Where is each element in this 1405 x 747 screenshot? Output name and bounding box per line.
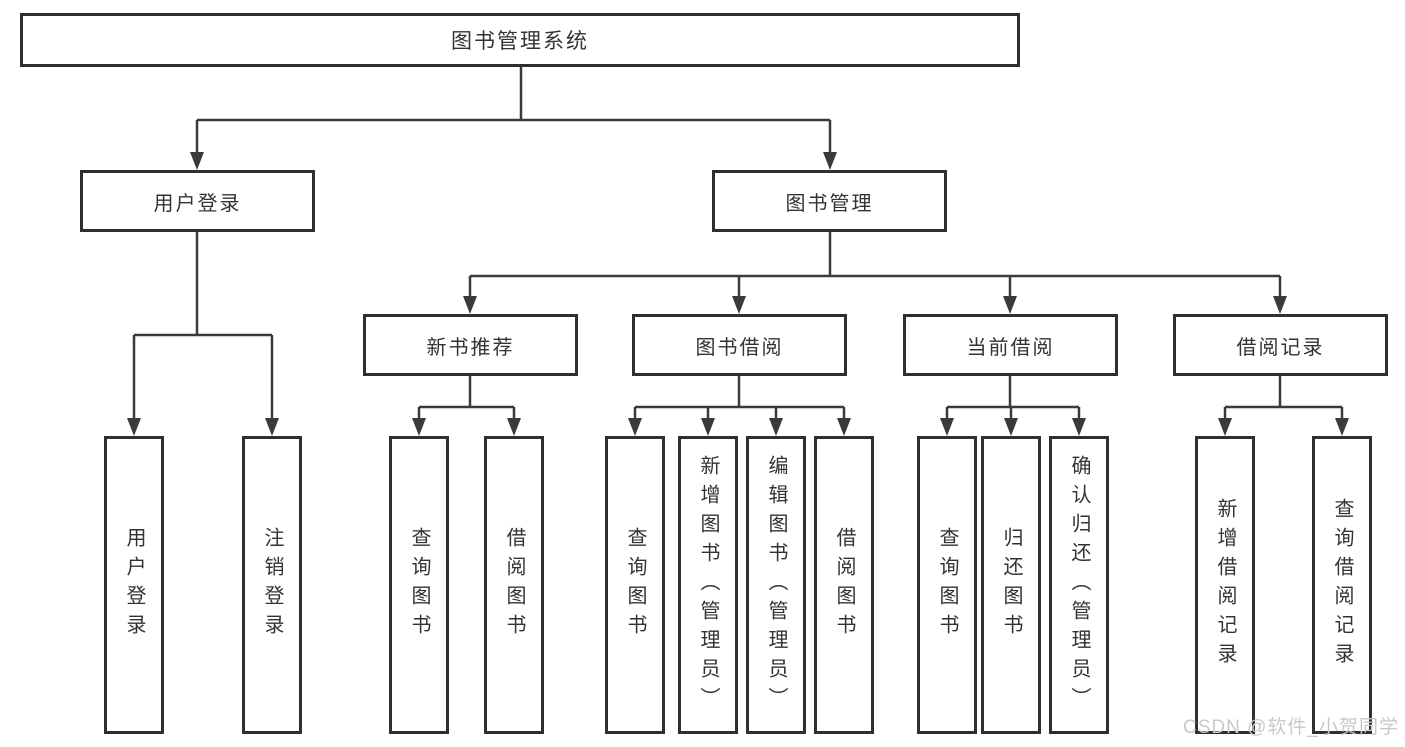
leaf-label: 归还图书: [1000, 527, 1022, 643]
leaf-label: 用户登录: [123, 527, 145, 643]
node-label: 当前借阅: [966, 336, 1055, 359]
leaf-label: 编辑图书（管理员）: [765, 454, 787, 716]
leaf-label: 借阅图书: [503, 527, 525, 643]
node-current-borrowing: 当前借阅: [903, 314, 1118, 376]
node-label: 新书推荐: [426, 336, 515, 359]
node-label: 图书管理系统: [451, 30, 589, 53]
leaf-user-login: 用户登录: [104, 436, 164, 734]
leaf-label: 新增借阅记录: [1214, 498, 1236, 672]
node-book-borrowing: 图书借阅: [632, 314, 847, 376]
node-library-management-system: 图书管理系统: [20, 13, 1020, 67]
leaf-query-books-current: 查询图书: [917, 436, 977, 734]
node-label: 用户登录: [153, 192, 242, 215]
node-label: 图书管理: [785, 192, 874, 215]
leaf-label: 查询图书: [936, 527, 958, 643]
leaf-label: 借阅图书: [833, 527, 855, 643]
node-user-login-group: 用户登录: [80, 170, 315, 232]
leaf-label: 注销登录: [261, 527, 283, 643]
leaf-edit-book-admin: 编辑图书（管理员）: [746, 436, 806, 734]
leaf-add-book-admin: 新增图书（管理员）: [678, 436, 738, 734]
leaf-query-books-borrowing: 查询图书: [605, 436, 665, 734]
csdn-watermark: CSDN @软件_小贺同学: [1183, 717, 1399, 738]
leaf-return-book: 归还图书: [981, 436, 1041, 734]
leaf-label: 查询图书: [624, 527, 646, 643]
leaf-add-borrow-record: 新增借阅记录: [1195, 436, 1255, 734]
leaf-label: 新增图书（管理员）: [697, 454, 719, 716]
node-label: 借阅记录: [1236, 336, 1325, 359]
leaf-query-borrow-record: 查询借阅记录: [1312, 436, 1372, 734]
leaf-logout: 注销登录: [242, 436, 302, 734]
leaf-borrow-books-borrowing: 借阅图书: [814, 436, 874, 734]
node-book-management: 图书管理: [712, 170, 947, 232]
node-label: 图书借阅: [695, 336, 784, 359]
leaf-label: 查询借阅记录: [1331, 498, 1353, 672]
leaf-borrow-books-recommend: 借阅图书: [484, 436, 544, 734]
leaf-label: 查询图书: [408, 527, 430, 643]
leaf-query-books-recommend: 查询图书: [389, 436, 449, 734]
node-new-book-recommendation: 新书推荐: [363, 314, 578, 376]
leaf-confirm-return-admin: 确认归还（管理员）: [1049, 436, 1109, 734]
node-borrowing-records: 借阅记录: [1173, 314, 1388, 376]
leaf-label: 确认归还（管理员）: [1068, 454, 1090, 716]
